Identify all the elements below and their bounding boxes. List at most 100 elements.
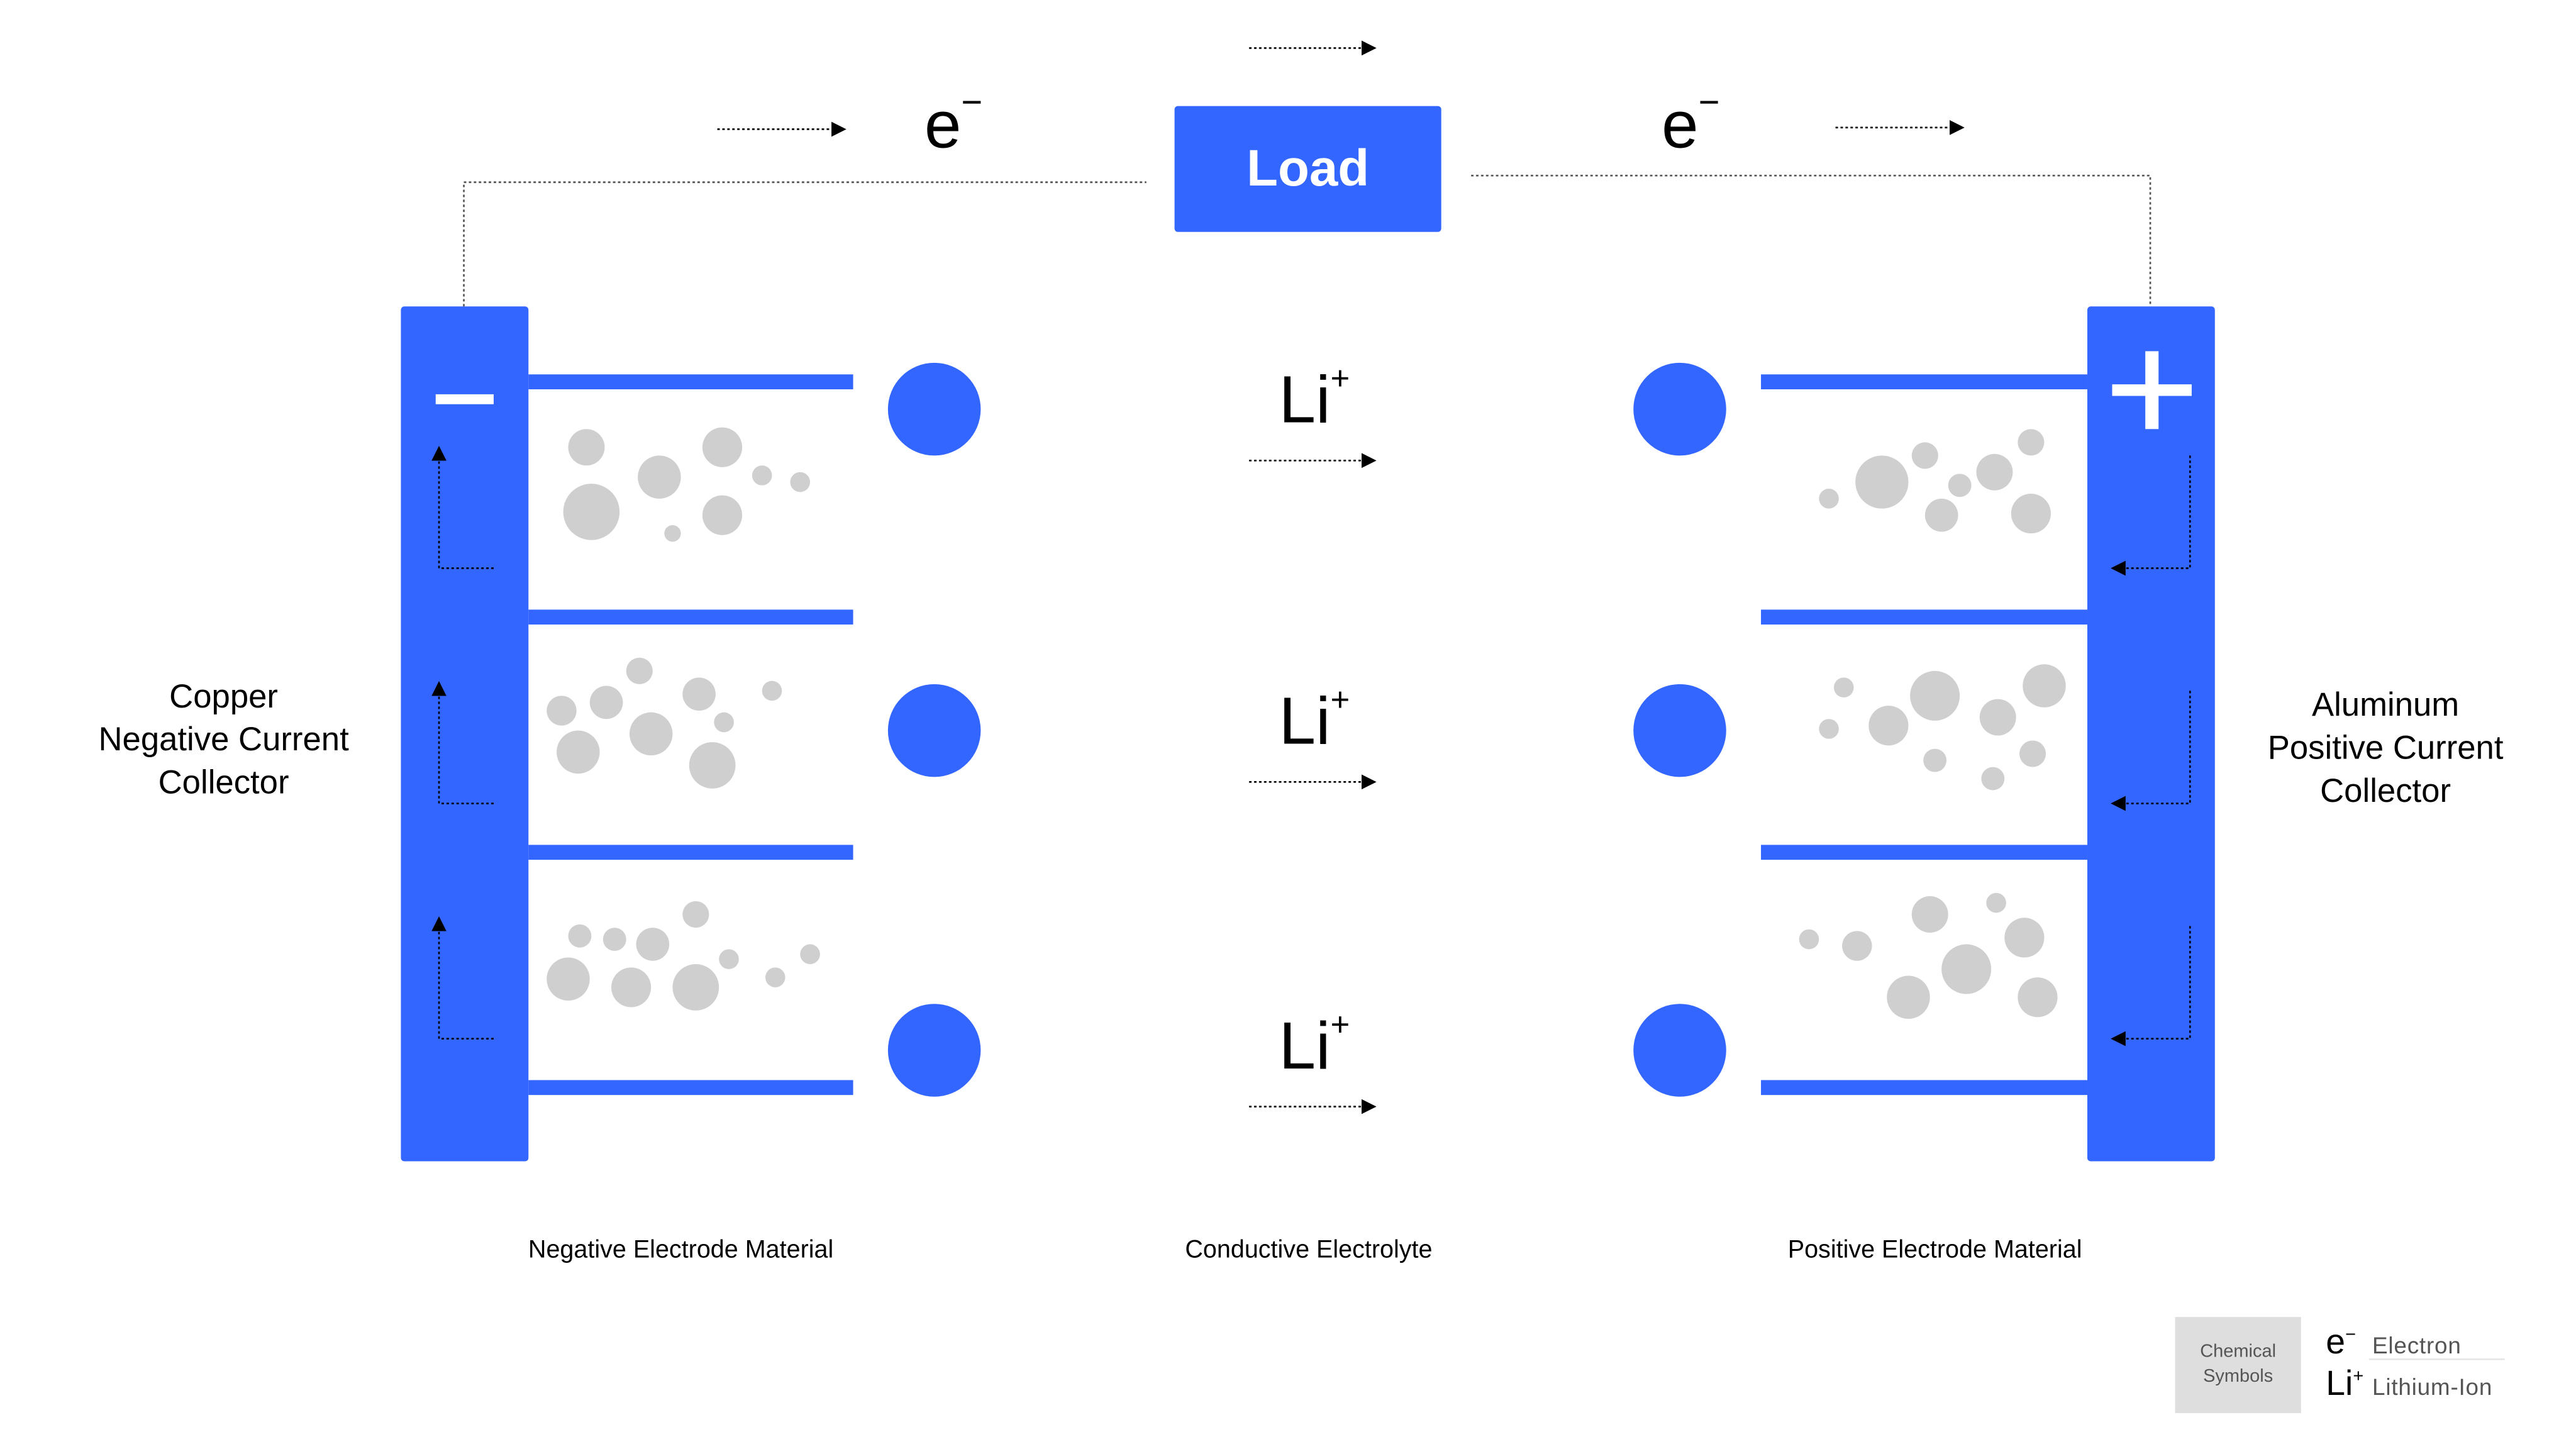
legend-title-line: Chemical bbox=[2200, 1341, 2277, 1362]
lithium-ion-label: Li+ bbox=[1279, 1008, 1350, 1080]
label-line: Aluminum bbox=[2311, 687, 2460, 724]
collector-flow-arrow-in bbox=[2111, 455, 2191, 576]
lithium-ions-negative-side bbox=[887, 362, 981, 1097]
negative-material-label: Negative Electrode Material bbox=[528, 1236, 834, 1264]
lithium-ion-circle bbox=[887, 1004, 981, 1097]
ion-letters: Li bbox=[1279, 686, 1331, 759]
collector-flow-arrow-up bbox=[431, 916, 494, 1040]
minus-sign-icon bbox=[435, 394, 494, 404]
particle bbox=[557, 730, 600, 774]
particle bbox=[702, 427, 743, 467]
positive-current-collector bbox=[2087, 306, 2215, 1162]
electron-symbol-right: e− bbox=[1662, 83, 1719, 159]
lithium-ion-circle bbox=[887, 362, 981, 456]
negative-current-collector bbox=[401, 306, 529, 1162]
particle bbox=[568, 429, 605, 466]
positive-plate bbox=[1761, 609, 2087, 625]
lithium-ion-circle bbox=[1633, 1004, 1726, 1097]
legend-item-lithium-ion: Li+ Lithium-Ion bbox=[2326, 1365, 2492, 1404]
ion-letters: Li bbox=[1279, 1010, 1331, 1084]
negative-electrode bbox=[401, 306, 853, 1162]
particle bbox=[762, 680, 782, 701]
particle bbox=[626, 657, 653, 684]
particle bbox=[636, 928, 670, 961]
particle bbox=[1923, 748, 1947, 772]
positive-electrode bbox=[1761, 306, 2215, 1162]
electron-letter: e bbox=[1662, 89, 1699, 163]
particle bbox=[1948, 474, 1972, 497]
legend-name: Electron bbox=[2372, 1331, 2462, 1358]
particle bbox=[1887, 975, 1930, 1019]
particle bbox=[719, 949, 739, 969]
negative-plate bbox=[528, 374, 853, 390]
legend-divider bbox=[2368, 1358, 2505, 1360]
legend-symbol-charge: + bbox=[2353, 1367, 2364, 1387]
lithium-ion-label: Li+ bbox=[1279, 684, 1350, 755]
legend-symbol-letters: Li bbox=[2326, 1365, 2353, 1404]
legend-name: Lithium-Ion bbox=[2372, 1373, 2493, 1400]
particle bbox=[2011, 493, 2051, 534]
particle bbox=[589, 686, 623, 719]
positive-material-particles bbox=[1799, 429, 2066, 1019]
collector-flow-arrow-up bbox=[431, 680, 494, 804]
particle bbox=[664, 525, 681, 542]
label-line: Positive Current bbox=[2267, 730, 2504, 767]
particle bbox=[2019, 740, 2046, 767]
positive-material-label: Positive Electrode Material bbox=[1787, 1236, 2082, 1264]
particle bbox=[790, 472, 811, 492]
lithium-ion-circle bbox=[1633, 362, 1726, 456]
particle bbox=[765, 967, 786, 987]
particle bbox=[1910, 670, 1960, 721]
positive-plate bbox=[1761, 845, 2087, 860]
particle bbox=[1819, 719, 1839, 739]
particle bbox=[714, 712, 734, 733]
collector-flow-arrow-in bbox=[2111, 691, 2191, 811]
particle bbox=[1911, 442, 1938, 469]
particle bbox=[1941, 944, 1992, 994]
particle bbox=[547, 696, 577, 726]
circuit-wire-right bbox=[1471, 174, 2151, 307]
electrolyte-label: Conductive Electrolyte bbox=[1185, 1236, 1433, 1264]
lithium-ion-circle bbox=[1633, 684, 1726, 777]
positive-collector-label: Aluminum Positive Current Collector bbox=[2236, 684, 2534, 813]
lithium-ion-circle bbox=[887, 684, 981, 777]
positive-plate bbox=[1761, 374, 2087, 390]
negative-material-particles bbox=[547, 427, 820, 1011]
label-line: Collector bbox=[158, 765, 289, 802]
particle bbox=[629, 712, 673, 756]
particle bbox=[1979, 699, 2016, 736]
particle bbox=[1924, 498, 1958, 532]
lithium-ion-label: Li+ bbox=[1279, 362, 1350, 434]
particle bbox=[602, 928, 626, 951]
plus-sign-icon bbox=[2145, 351, 2159, 430]
particle bbox=[2018, 977, 2058, 1018]
particle bbox=[672, 964, 719, 1011]
particle bbox=[611, 967, 652, 1008]
particle bbox=[1855, 455, 1909, 509]
particle bbox=[2018, 429, 2045, 456]
particle bbox=[689, 742, 736, 789]
particle bbox=[1799, 929, 1819, 950]
legend-title-line: Symbols bbox=[2203, 1367, 2273, 1387]
particle bbox=[2023, 664, 2066, 708]
label-line: Negative Current bbox=[98, 722, 349, 759]
collector-flow-arrow-in bbox=[2111, 926, 2191, 1046]
electron-charge: − bbox=[1698, 80, 1720, 123]
particle bbox=[752, 465, 772, 486]
particle bbox=[1868, 706, 1909, 746]
collector-flow-arrow-up bbox=[431, 445, 494, 569]
circuit-wire-left bbox=[463, 181, 1146, 307]
particle bbox=[1986, 892, 2006, 913]
legend-item-electron: e− Electron bbox=[2326, 1324, 2461, 1363]
particle bbox=[547, 957, 590, 1001]
lithium-ions-positive-side bbox=[1633, 362, 1726, 1097]
legend-symbol-charge: − bbox=[2345, 1325, 2357, 1345]
label-line: Collector bbox=[2320, 774, 2451, 811]
particle bbox=[1842, 931, 1872, 961]
legend-title-box: Chemical Symbols bbox=[2175, 1317, 2301, 1413]
label-line: Copper bbox=[169, 679, 278, 716]
particle bbox=[563, 484, 620, 540]
ion-charge: + bbox=[1330, 360, 1350, 397]
